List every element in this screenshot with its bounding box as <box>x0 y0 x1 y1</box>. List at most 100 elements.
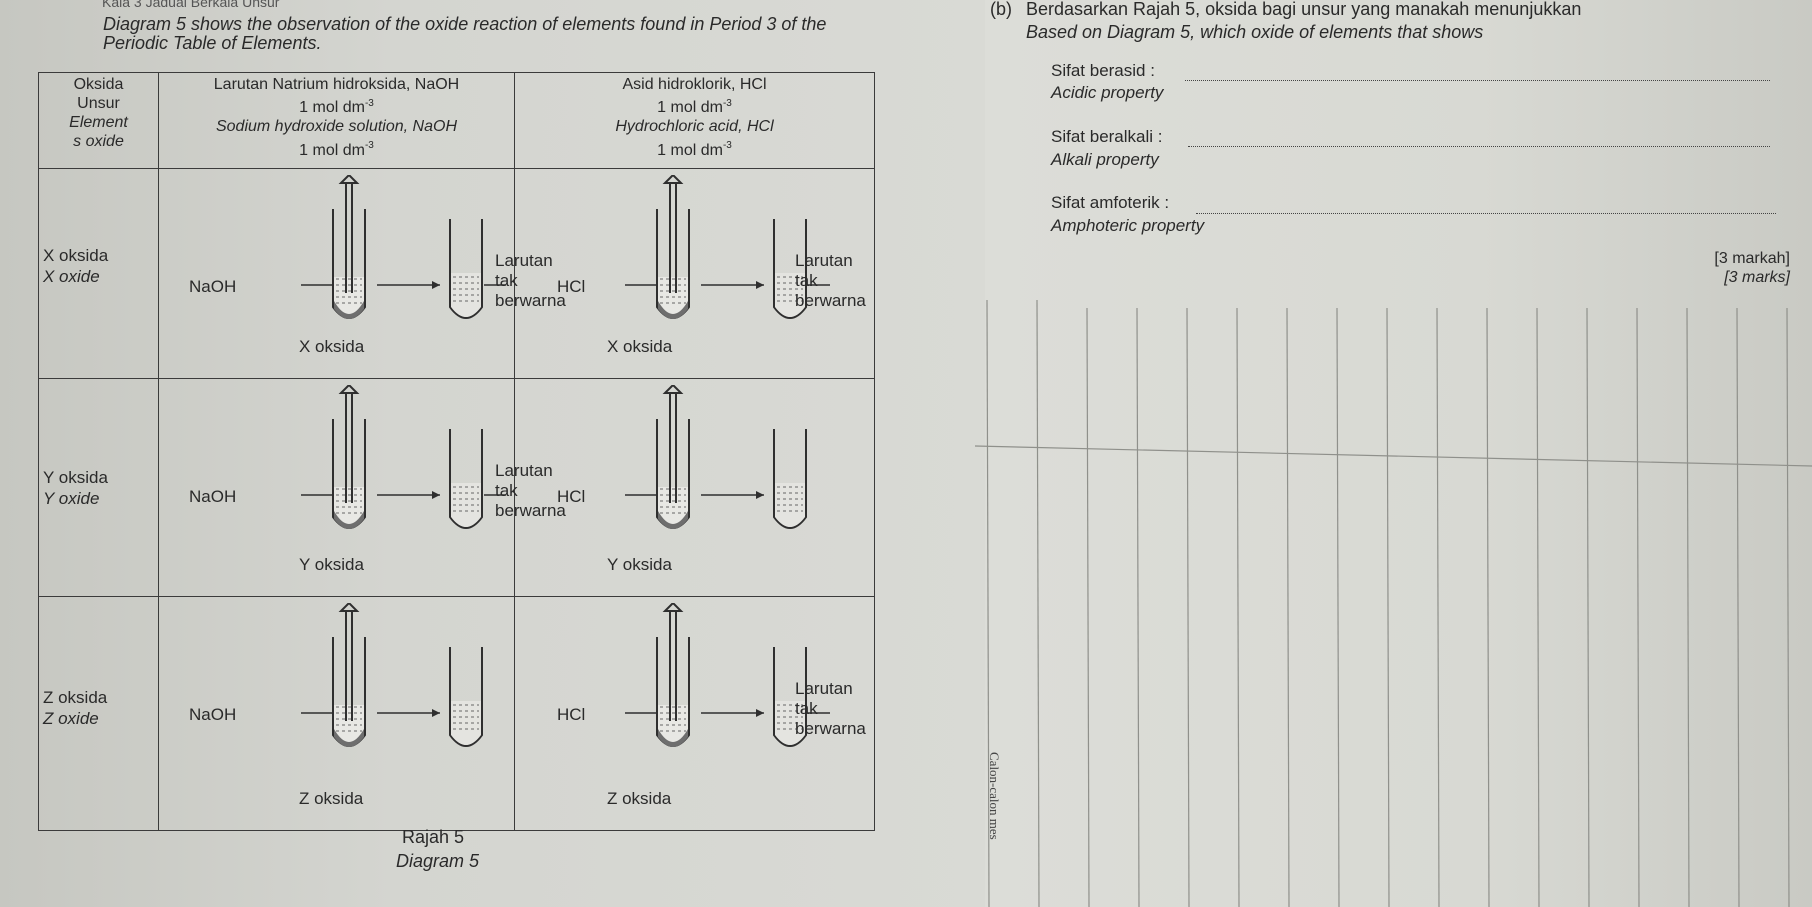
marks-ms: [3 markah] <box>1714 250 1790 267</box>
header-naoh-en: Sodium hydroxide solution, NaOH <box>215 118 457 136</box>
row-label-cell: X oksida X oxide <box>38 168 159 379</box>
header-hcl-conc: 1 mol dm <box>657 99 723 117</box>
header-hcl-conc-2: 1 mol dm <box>657 141 723 159</box>
part-b-label: (b) <box>990 0 1012 19</box>
header-naoh: Larutan Natrium hidroksida, NaOH 1 mol d… <box>158 72 515 169</box>
grid-line <box>1386 307 1390 907</box>
header-oxide-line: Element <box>69 114 128 131</box>
oxide-name-en: Z oxide <box>43 709 99 728</box>
header-oxide: Oksida Unsur Element s oxide <box>38 72 159 169</box>
result-label: tak <box>495 271 518 290</box>
grid-line <box>1036 300 1040 907</box>
header-oxide-line: Oksida <box>73 76 124 93</box>
alkali-label-ms: Sifat beralkali : <box>1051 127 1163 146</box>
header-hcl-sup: -3 <box>722 98 732 109</box>
experiment-drawing <box>301 175 506 319</box>
header-hcl-sup-2: -3 <box>722 140 732 152</box>
row-label-cell: Z oksida Z oxide <box>38 596 159 831</box>
header-oxide-line: s oxide <box>73 133 124 150</box>
alkali-answer-line[interactable] <box>1188 146 1770 147</box>
reagent-label: HCl <box>557 277 586 296</box>
grid-line <box>1336 307 1340 907</box>
header-hcl-en: Hydrochloric acid, HCl <box>615 118 774 136</box>
oxide-caption: X oksida <box>299 337 365 356</box>
grid-line <box>1686 307 1690 907</box>
reagent-label: NaOH <box>189 705 237 724</box>
experiment-drawing <box>301 603 483 747</box>
header-naoh-sup-2: -3 <box>364 140 374 152</box>
result-label: tak <box>795 699 818 718</box>
experiment-drawing <box>301 385 506 529</box>
part-b-question-ms: Berdasarkan Rajah 5, oksida bagi unsur y… <box>1026 0 1582 19</box>
oxide-caption: X oksida <box>607 337 673 356</box>
part-b-question-en: Based on Diagram 5, which oxide of eleme… <box>1026 22 1484 42</box>
question-line-1: Diagram 5 shows the observation of the o… <box>103 14 827 34</box>
margin-note: Calon-calon mes <box>987 752 1002 840</box>
row-label-cell: Y oksida Y oxide <box>38 378 159 597</box>
naoh-experiment-cell: NaOH Z oksida <box>158 596 515 831</box>
grid-line <box>1586 307 1590 907</box>
grid-line <box>1236 307 1240 907</box>
oxide-caption: Y oksida <box>607 555 672 574</box>
grid-line <box>1786 307 1790 907</box>
oxide-name-en: Y oxide <box>43 489 100 508</box>
grid-line <box>1486 307 1490 907</box>
reagent-label: HCl <box>557 487 586 506</box>
result-label: Larutan <box>795 679 853 698</box>
result-label: berwarna <box>795 719 866 738</box>
header-oxide-line: Unsur <box>77 95 120 112</box>
header-naoh-conc-2: 1 mol dm <box>299 141 365 159</box>
page-header: Kala 3 Jadual Berkala Unsur <box>102 0 280 10</box>
header-naoh-sup: -3 <box>364 98 374 109</box>
experiment-drawing <box>625 175 830 319</box>
grid-paper <box>975 300 1812 907</box>
result-label: tak <box>495 481 518 500</box>
grid-lines <box>975 300 1812 907</box>
amphoteric-answer-line[interactable] <box>1196 213 1776 214</box>
result-label: tak <box>795 271 818 290</box>
grid-line <box>975 445 1812 467</box>
acidic-label-en: Acidic property <box>1051 83 1164 102</box>
grid-line <box>1186 307 1190 907</box>
acidic-answer-line[interactable] <box>1185 80 1770 81</box>
amphoteric-label-ms: Sifat amfoterik : <box>1051 193 1170 212</box>
reagent-label: NaOH <box>189 277 237 296</box>
acidic-label-ms: Sifat berasid : <box>1051 61 1155 80</box>
oxide-caption: Y oksida <box>299 555 364 574</box>
grid-line <box>1136 307 1140 907</box>
header-hcl-ms: Asid hidroklorik, HCl <box>622 76 767 93</box>
grid-line <box>1436 307 1440 907</box>
header-naoh-ms: Larutan Natrium hidroksida, NaOH <box>213 76 460 93</box>
grid-line <box>986 300 990 907</box>
marks-en: [3 marks] <box>1724 269 1790 286</box>
oxide-name-en: X oxide <box>43 267 100 286</box>
question-line-2: Periodic Table of Elements. <box>103 33 322 53</box>
oxide-name-ms: Y oksida <box>43 468 108 487</box>
alkali-label-en: Alkali property <box>1051 150 1159 169</box>
header-naoh-conc: 1 mol dm <box>299 99 365 117</box>
reagent-label: NaOH <box>189 487 237 506</box>
oxide-name-ms: Z oksida <box>43 688 108 707</box>
result-label: Larutan <box>795 251 853 270</box>
grid-line <box>1636 307 1640 907</box>
diagram-table: Oksida Unsur Element s oxide Larutan Nat… <box>38 72 875 831</box>
grid-line <box>1086 307 1090 907</box>
diagram-caption-en: Diagram 5 <box>396 851 480 871</box>
oxide-caption: Z oksida <box>299 789 364 808</box>
right-page <box>985 0 1812 907</box>
experiment-drawing <box>625 385 807 529</box>
header-hcl: Asid hidroklorik, HCl 1 mol dm-3 Hydroch… <box>514 72 875 169</box>
result-label: berwarna <box>795 291 866 310</box>
oxide-caption: Z oksida <box>607 789 672 808</box>
